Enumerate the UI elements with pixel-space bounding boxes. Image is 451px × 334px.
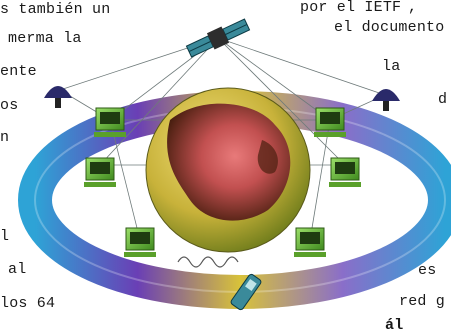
text-fragment-right: , [408, 0, 417, 15]
text-fragment-right: el documento [334, 20, 444, 35]
text-fragment-left: ente [0, 64, 37, 79]
text-fragment-left: l [0, 229, 9, 244]
text-fragment-right: ál [385, 318, 403, 333]
satellite-dish-left-icon [44, 86, 72, 108]
globe [146, 88, 310, 252]
computer-icon [329, 158, 361, 187]
computer-icon [124, 228, 156, 257]
text-fragment-right: por el IETF [300, 0, 401, 15]
wireless-signal [178, 257, 238, 267]
text-fragment-right: red g [399, 294, 445, 309]
text-fragment-left: al [8, 262, 26, 277]
text-fragment-left: n [0, 130, 9, 145]
satellite-icon [185, 16, 251, 59]
text-fragment-right: la [382, 59, 400, 74]
text-fragment-right: es [418, 263, 436, 278]
text-fragment-left: los 64 [0, 296, 55, 311]
text-fragment-left: merma la [8, 31, 82, 46]
text-fragment-left: os [0, 98, 18, 113]
computer-icon [314, 108, 346, 137]
text-fragment-right: d [438, 92, 447, 107]
computer-icon [94, 108, 126, 137]
text-fragment-left: s también un [0, 2, 110, 17]
computer-icon [294, 228, 326, 257]
computer-icon [84, 158, 116, 187]
